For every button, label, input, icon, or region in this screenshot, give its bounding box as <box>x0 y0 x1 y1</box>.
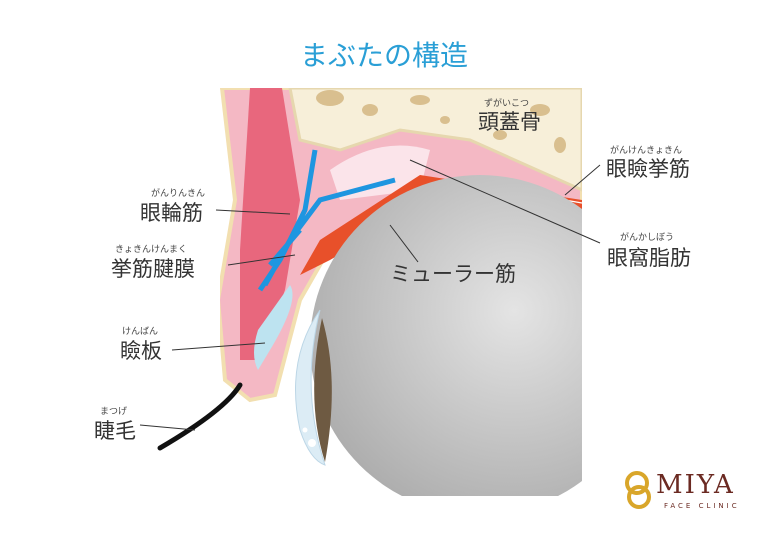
muller-label: ミューラー筋 <box>390 262 516 286</box>
eyelash-label: 睫毛 <box>94 419 136 443</box>
tarsal-plate <box>254 285 293 370</box>
eyeball <box>310 175 582 496</box>
levator-label: 眼瞼挙筋 <box>606 157 690 181</box>
skull-ruby: ずがいこつ <box>484 99 530 109</box>
eyelash <box>157 382 243 451</box>
eyelash-ruby: まつげ <box>100 407 128 417</box>
aponeurosis <box>257 149 396 292</box>
clinic-logo: MIYA FACE CLINIC <box>620 468 737 516</box>
page-title: まぶたの構造 <box>299 39 468 72</box>
levator-ruby: がんけんきょきん <box>610 146 683 156</box>
orbital-fat-ruby: がんかしぼう <box>620 233 675 243</box>
orbital-fat-label: 眼窩脂肪 <box>607 246 691 270</box>
tarsus-ruby: けんばん <box>122 327 159 337</box>
skull-bone <box>288 88 582 192</box>
orbicularis-ruby: がんりんきん <box>151 189 206 199</box>
aponeurosis-ruby: きょきんけんまく <box>115 245 188 255</box>
orbicularis-muscle <box>240 88 300 360</box>
orbicularis-label: 眼輪筋 <box>140 201 203 225</box>
aponeurosis-label: 挙筋腱膜 <box>111 257 195 281</box>
logo-rings-icon <box>625 471 651 509</box>
tarsus-label: 瞼板 <box>120 339 162 363</box>
logo-subtitle: FACE CLINIC <box>664 502 740 510</box>
skull-label: 頭蓋骨 <box>478 110 541 134</box>
logo-name: MIYA <box>656 470 735 500</box>
iris <box>314 318 332 462</box>
cornea <box>295 309 326 466</box>
